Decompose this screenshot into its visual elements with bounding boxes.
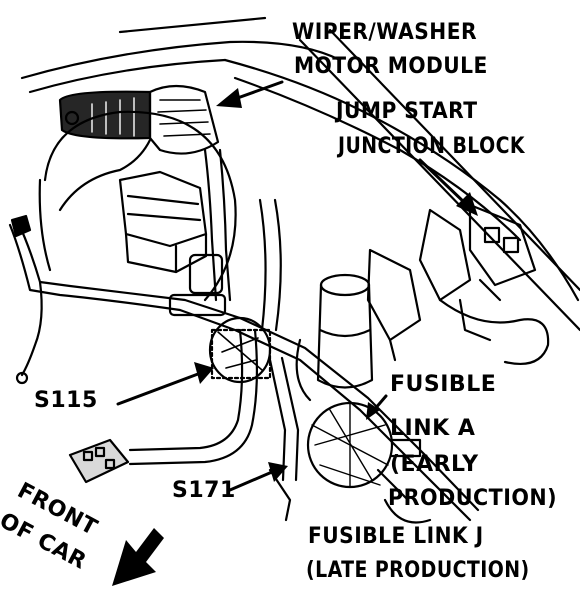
splice-s115-area — [208, 316, 272, 384]
cowl-outline — [20, 16, 580, 332]
wiper-washer-label-line1: WIPER/WASHER — [292, 20, 478, 45]
jump-start-label-line2: JUNCTION BLOCK — [338, 134, 526, 159]
fusible-link-a-label-line2: LINK A — [390, 416, 476, 441]
wiring-harness — [8, 138, 480, 522]
s115-label: S115 — [34, 388, 98, 413]
fusible-link-j-label-line2: (LATE PRODUCTION) — [306, 558, 530, 583]
fusible-link-j-label-line1: FUSIBLE LINK J — [308, 524, 484, 549]
harness-connector — [68, 438, 130, 484]
front-of-car-arrow — [112, 528, 164, 586]
brake-booster — [43, 110, 237, 302]
wiper-module-arrow — [216, 80, 284, 108]
fusible-link-a-label-line4: PRODUCTION) — [388, 486, 558, 511]
lower-wire — [383, 498, 432, 524]
s115-arrow — [116, 362, 214, 406]
fusible-link-a-arrow — [366, 394, 388, 420]
wiper-washer-label-line2: MOTOR MODULE — [294, 54, 488, 79]
s171-label: S171 — [172, 478, 236, 503]
fusible-link-a-label-line1: FUSIBLE — [390, 372, 497, 397]
jump-start-label-line1: JUMP START — [336, 99, 478, 124]
jump-start-arrow — [418, 158, 478, 216]
jump-start-junction-block — [366, 203, 550, 366]
lower-wire-2 — [268, 468, 292, 522]
canister — [295, 273, 374, 402]
fusible-link-housing — [306, 401, 422, 502]
s171-arrow — [228, 462, 288, 492]
fusible-link-a-label-line3: (EARLY — [390, 452, 479, 477]
wiper-motor-module — [58, 84, 220, 155]
